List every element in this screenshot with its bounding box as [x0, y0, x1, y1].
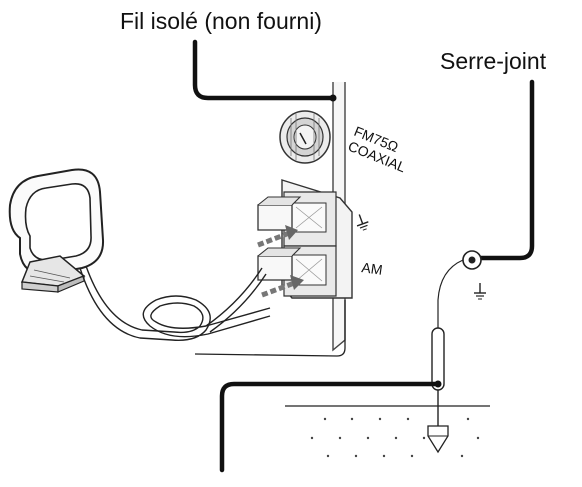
wire-attach-dot [329, 94, 337, 102]
am-label: AM [361, 259, 384, 278]
ground-rod [427, 327, 449, 454]
insert-arrow-lower [261, 275, 304, 298]
ground-symbol-icon [356, 214, 369, 231]
insulated-wire-label: Fil isolé (non fourni) [120, 8, 322, 34]
rod-attach-dot [434, 380, 442, 388]
insulated-wire [192, 39, 336, 101]
clamp-fitting [462, 250, 482, 270]
insert-arrow-upper [257, 225, 298, 248]
am-antenna-cable [79, 265, 271, 341]
clamp-wire [475, 79, 535, 261]
am-loop-antenna [8, 168, 105, 293]
clamp-label: Serre-joint [440, 48, 547, 74]
soil-texture [310, 417, 480, 458]
am-terminal-block [257, 179, 353, 299]
ground-symbol-icon [474, 283, 486, 300]
clamp-ground-wire [437, 259, 464, 330]
panel-ground-wire [194, 300, 346, 357]
fm-coaxial-connector [279, 110, 331, 164]
bottom-insulated-wire [219, 381, 441, 473]
